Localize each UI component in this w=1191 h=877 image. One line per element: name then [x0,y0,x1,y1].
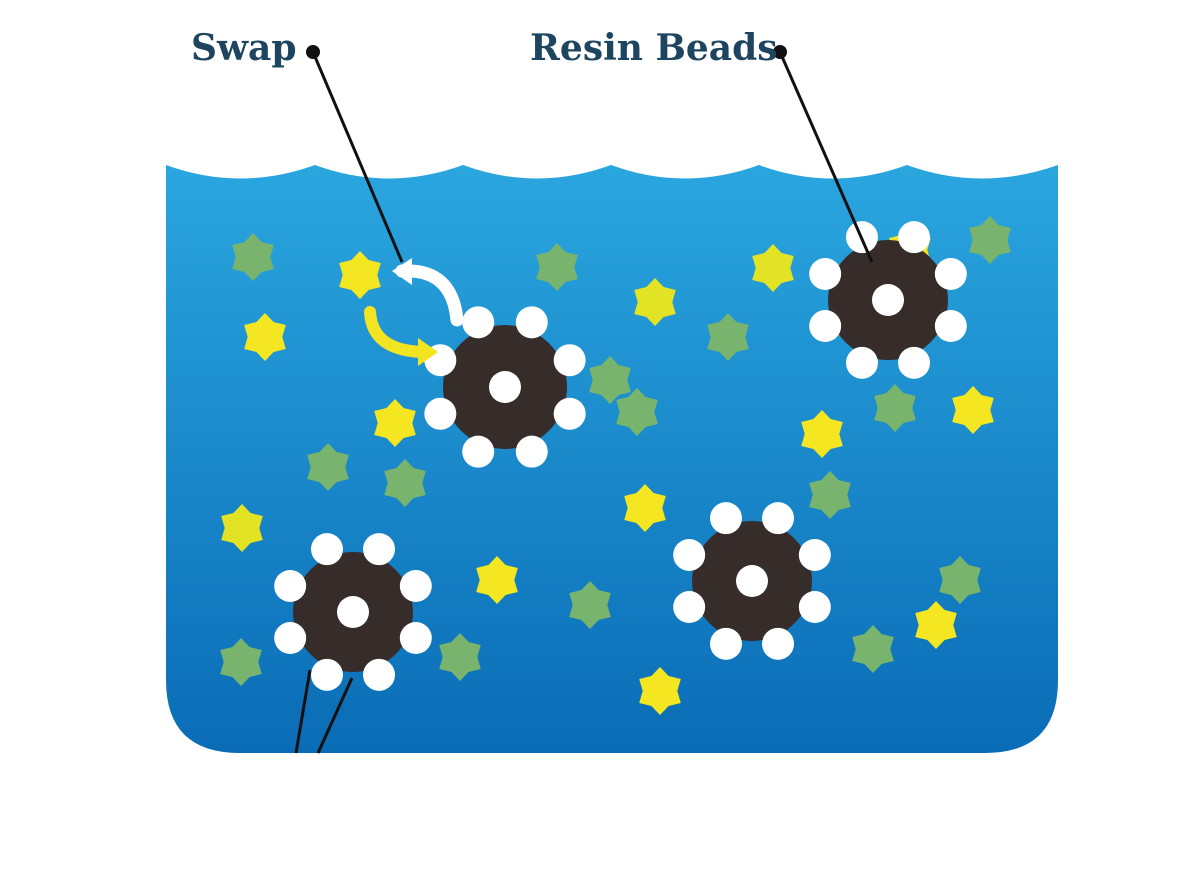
exchange-site [673,538,706,571]
bottom-leader-line-1 [294,669,312,754]
exchange-site [673,591,706,624]
bead-center-site [736,565,768,597]
exchange-site [762,627,795,660]
exchange-site [399,622,432,655]
exchange-site [553,397,586,430]
exchange-site [515,435,548,468]
bottom-leader-line-2 [316,677,354,754]
exchange-site [934,310,967,343]
exchange-site [709,627,742,660]
swap-label-dot [306,45,320,59]
exchange-site [845,346,878,379]
exchange-site [274,622,307,655]
bead-center-left [424,306,586,468]
exchange-site [553,344,586,377]
exchange-site [934,257,967,290]
exchange-site [798,591,831,624]
exchange-site [462,435,495,468]
swap-label: Swap [191,27,297,69]
swap-arrows [364,258,464,366]
exchange-site [809,310,842,343]
resin-beads-label-dot [773,45,787,59]
resin-beads-label: Resin Beads [530,27,778,69]
exchange-site [809,257,842,290]
exchange-site [462,306,495,339]
bead-bottom-right [673,502,831,660]
exchange-site [274,569,307,602]
exchange-site [310,533,343,566]
exchange-site [399,569,432,602]
swap-arrow-yellow-head [418,338,438,366]
resin-beads-group [274,221,967,691]
leader-lines [294,51,874,754]
exchange-site [310,658,343,691]
exchange-site [898,221,931,254]
bead-top-right [809,221,967,379]
exchange-site [709,502,742,535]
bead-center-site [337,596,369,628]
swap-arrow-yellow [364,306,428,358]
bead-center-site [872,284,904,316]
exchange-site [898,346,931,379]
resin-beads-leader-line [778,51,874,263]
swap-arrow-white-head [392,258,412,285]
exchange-site [515,306,548,339]
exchange-site [424,397,457,430]
bead-bottom-left [274,533,432,691]
exchange-site [762,502,795,535]
exchange-site [363,533,396,566]
exchange-site [363,658,396,691]
exchange-site [798,538,831,571]
bead-center-site [489,371,521,403]
swap-leader-line [311,51,404,263]
